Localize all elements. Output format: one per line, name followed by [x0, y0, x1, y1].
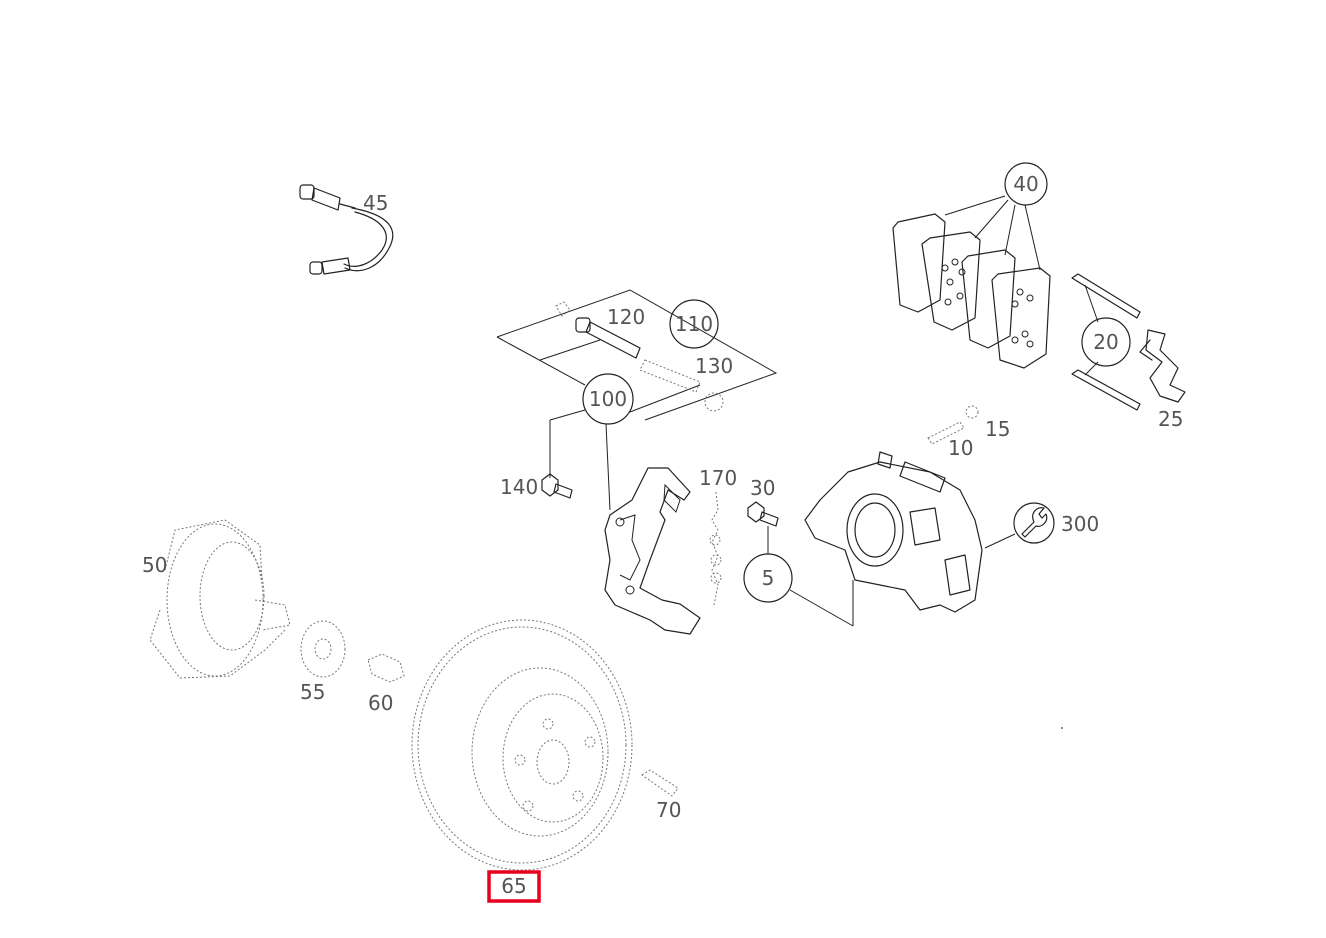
part-20-guide-pins[interactable] [1071, 273, 1141, 411]
part-120-guide-bolt[interactable] [555, 301, 641, 359]
label-140[interactable]: 140 [500, 475, 538, 499]
part-5-caliper-assembly[interactable] [743, 526, 854, 627]
part-65-brake-disc[interactable] [411, 619, 633, 871]
part-130-guide-sleeve[interactable] [639, 359, 724, 412]
label-50[interactable]: 50 [142, 553, 167, 577]
label-300[interactable]: 300 [1061, 512, 1099, 536]
part-40-brake-pads[interactable] [892, 162, 1051, 369]
label-40[interactable]: 40 [1013, 172, 1038, 196]
part-60-nut[interactable] [367, 653, 405, 683]
part-50-wheel-hub[interactable] [149, 519, 291, 679]
part-170-small-parts[interactable] [709, 491, 722, 606]
label-20[interactable]: 20 [1093, 330, 1118, 354]
label-170[interactable]: 170 [699, 466, 737, 490]
part-300-caliper[interactable] [804, 451, 1016, 613]
label-30[interactable]: 30 [750, 476, 775, 500]
label-45[interactable]: 45 [363, 191, 388, 215]
label-5[interactable]: 5 [762, 566, 775, 590]
label-10[interactable]: 10 [948, 436, 973, 460]
part-10-15-bleed-screw[interactable] [927, 405, 979, 445]
label-110[interactable]: 110 [675, 312, 713, 336]
part-25-spring-clip[interactable] [1139, 329, 1186, 403]
label-55[interactable]: 55 [300, 680, 325, 704]
part-70-screw[interactable] [641, 769, 679, 797]
label-65[interactable]: 65 [501, 874, 526, 898]
part-55-washer[interactable] [300, 620, 346, 678]
highlight-box-65 [487, 870, 541, 903]
label-130[interactable]: 130 [695, 354, 733, 378]
label-60[interactable]: 60 [368, 691, 393, 715]
part-140-bolt[interactable] [541, 473, 573, 499]
label-100[interactable]: 100 [589, 387, 627, 411]
part-100-bracket[interactable] [604, 423, 701, 635]
label-15[interactable]: 15 [985, 417, 1010, 441]
label-120[interactable]: 120 [607, 305, 645, 329]
wrench-icon [1013, 502, 1055, 544]
part-30-bolt[interactable] [747, 501, 779, 527]
label-70[interactable]: 70 [656, 798, 681, 822]
label-25[interactable]: 25 [1158, 407, 1183, 431]
part-45-wear-sensor[interactable] [299, 184, 394, 275]
repair-kit-frame [496, 289, 778, 478]
speck [1061, 727, 1063, 729]
